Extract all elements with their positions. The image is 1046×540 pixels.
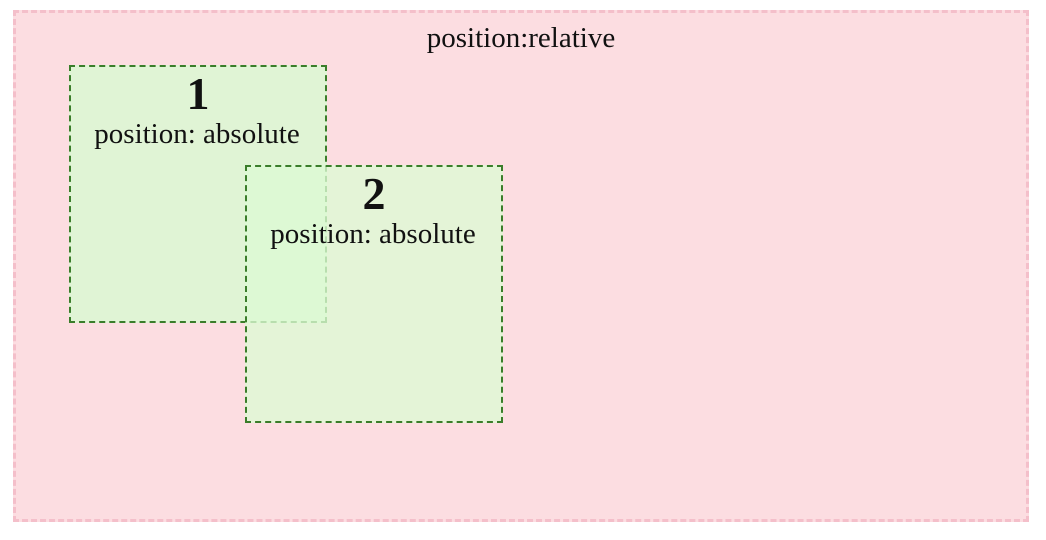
absolute-box-2: 2 position: absolute — [245, 165, 503, 423]
relative-container-label: position:relative — [426, 22, 616, 54]
relative-container: position:relative 1 position: absolute 2… — [13, 10, 1029, 522]
box-2-number: 2 — [362, 168, 386, 219]
box-1-number: 1 — [186, 68, 210, 119]
box-1-label: position: absolute — [94, 118, 300, 150]
box-2-label: position: absolute — [270, 218, 476, 250]
